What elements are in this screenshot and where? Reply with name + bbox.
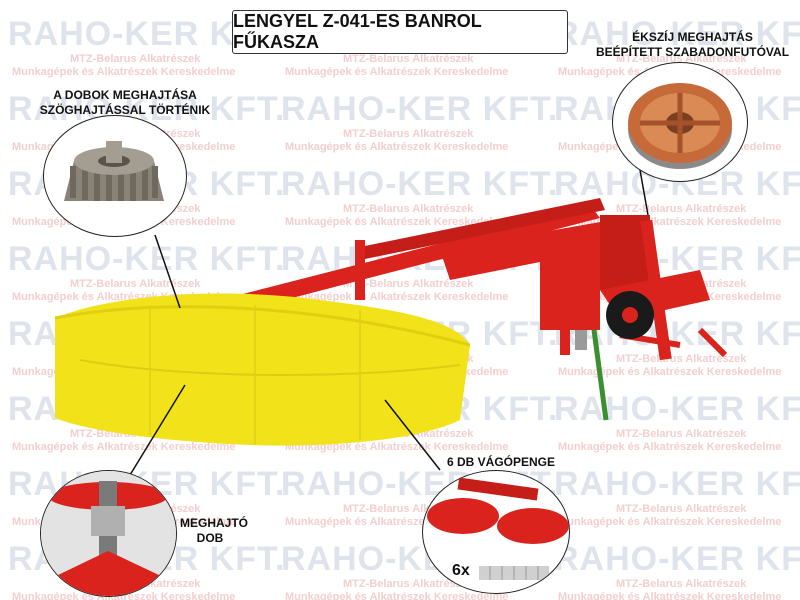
frame-arm — [200, 205, 600, 318]
belt-drive-label-line2: BEÉPÍTETT SZABADONFUTÓVAL — [595, 45, 790, 59]
frame-post — [355, 240, 365, 300]
watermark-logo: RAHO-KER KFT. — [8, 240, 285, 278]
belt-pulley-icon — [628, 83, 732, 169]
watermark-line2: Munkagépek és Alkatrészek Kereskedelme — [12, 441, 235, 453]
watermark-line1: MTZ-Belarus Alkatrészek — [616, 428, 747, 440]
belt-drive-label: ÉKSZÍJ MEGHAJTÁS BEÉPÍTETT SZABADONFUTÓV… — [585, 30, 800, 60]
belt-drive-label-line1: ÉKSZÍJ MEGHAJTÁS — [632, 30, 753, 44]
gearbox-housing — [540, 250, 600, 330]
watermark-line2: Munkagépek és Alkatrészek Kereskedelme — [558, 516, 781, 528]
blades-label: 6 DB VÁGÓPENGE — [446, 455, 556, 469]
frame-beam — [440, 215, 650, 280]
watermark-line1: MTZ-Belarus Alkatrészek — [343, 578, 474, 590]
watermark-line1: MTZ-Belarus Alkatrészek — [616, 53, 747, 65]
leader-line-drum — [129, 384, 186, 476]
cutting-discs-icon — [427, 477, 569, 580]
blade-count: 6x — [452, 562, 470, 579]
watermark-line1: MTZ-Belarus Alkatrészek — [343, 128, 474, 140]
watermark-logo: RAHO-KER KFT. — [554, 465, 800, 503]
cutting-drum-cover — [55, 293, 470, 446]
watermark-line1: MTZ-Belarus Alkatrészek — [616, 503, 747, 515]
watermark-line2: Munkagépek és Alkatrészek Kereskedelme — [12, 66, 235, 78]
blades-inset — [422, 470, 570, 594]
drive-drum-inset — [40, 470, 177, 597]
drive-drum-label-line2: DOB — [196, 531, 224, 545]
pulley-inset — [612, 62, 748, 182]
drive-drum-label-line1: MEGHAJTÓ — [180, 516, 249, 530]
bevel-gear-icon — [64, 141, 164, 201]
watermark-logo: RAHO-KER KFT. — [281, 90, 558, 128]
top-arm — [355, 198, 605, 260]
gear-inset — [43, 115, 187, 237]
page-title: LENGYEL Z-041-ES BANROL FŰKASZA — [233, 11, 482, 52]
watermark-logo: RAHO-KER KFT. — [554, 540, 800, 578]
leader-line-gear — [154, 234, 181, 309]
lower-link-right — [697, 327, 728, 358]
watermark-line1: MTZ-Belarus Alkatrészek — [616, 203, 747, 215]
title-box: LENGYEL Z-041-ES BANROL FŰKASZA — [232, 10, 568, 54]
watermark-line2: Munkagépek és Alkatrészek Kereskedelme — [558, 591, 781, 600]
watermark-line1: MTZ-Belarus Alkatrészek — [343, 278, 474, 290]
watermark-line2: Munkagépek és Alkatrészek Kereskedelme — [285, 441, 508, 453]
pulley-hub — [622, 307, 638, 323]
support-leg — [560, 320, 570, 355]
watermark-line1: MTZ-Belarus Alkatrészek — [70, 278, 201, 290]
watermark-line1: MTZ-Belarus Alkatrészek — [343, 53, 474, 65]
watermark-logo: RAHO-KER KFT. — [554, 15, 800, 53]
watermark-line2: Munkagépek és Alkatrészek Kereskedelme — [558, 366, 781, 378]
hitch-pin — [640, 219, 672, 361]
watermark-line2: Munkagépek és Alkatrészek Kereskedelme — [285, 591, 508, 600]
gear-drive-label: A DOBOK MEGHAJTÁSA SZÖGHAJTÁSSAL TÖRTÉNI… — [20, 88, 230, 118]
watermark-line2: Munkagépek és Alkatrészek Kereskedelme — [285, 141, 508, 153]
watermark-logo: RAHO-KER KFT. — [554, 390, 800, 428]
watermark-logo: RAHO-KER KFT. — [281, 165, 558, 203]
leader-line-belt — [639, 169, 649, 216]
watermark-line1: MTZ-Belarus Alkatrészek — [616, 578, 747, 590]
leader-line-blades — [384, 399, 441, 471]
watermark-line2: Munkagépek és Alkatrészek Kereskedelme — [285, 216, 508, 228]
watermark-line1: MTZ-Belarus Alkatrészek — [343, 203, 474, 215]
gear-drive-label-line1: A DOBOK MEGHAJTÁSA — [53, 88, 197, 102]
watermark-line2: Munkagépek és Alkatrészek Kereskedelme — [285, 291, 508, 303]
gear-drive-label-line2: SZÖGHAJTÁSSAL TÖRTÉNIK — [39, 103, 211, 117]
drive-drum-label: MEGHAJTÓ DOB — [180, 516, 249, 546]
watermark-line1: MTZ-Belarus Alkatrészek — [616, 353, 747, 365]
watermark-line2: Munkagépek és Alkatrészek Kereskedelme — [285, 66, 508, 78]
spring-mechanism — [575, 330, 587, 350]
drive-drum-icon — [41, 471, 176, 596]
watermark-line2: Munkagépek és Alkatrészek Kereskedelme — [558, 441, 781, 453]
watermark-line1: MTZ-Belarus Alkatrészek — [70, 53, 201, 65]
